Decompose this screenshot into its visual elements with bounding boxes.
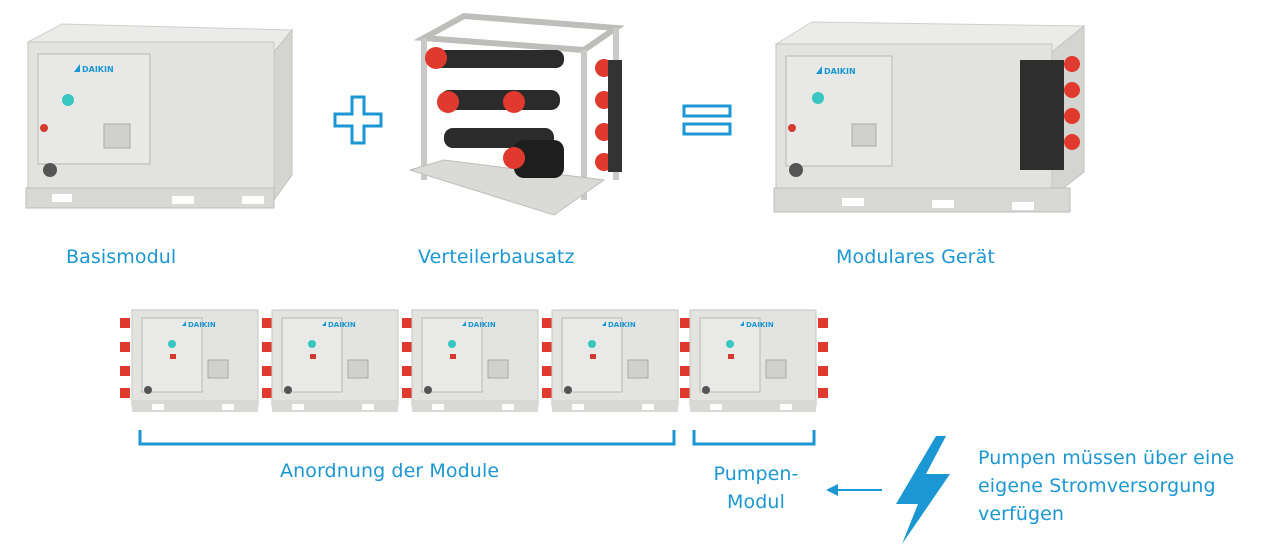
daikin-logo: DAIKIN bbox=[74, 64, 114, 74]
base-module-image: DAIKIN bbox=[25, 23, 294, 209]
arrow-left-icon bbox=[826, 484, 882, 496]
bracket-pump-module bbox=[692, 430, 816, 446]
manifold-kit-image bbox=[408, 12, 625, 216]
module-arrangement-image: DAIKIN bbox=[120, 309, 828, 413]
label-power-note: Pumpen müssen über eine eigene Stromvers… bbox=[978, 444, 1268, 528]
label-basismodul: Basismodul bbox=[66, 246, 177, 268]
svg-text:DAIKIN: DAIKIN bbox=[82, 65, 114, 74]
svg-text:DAIKIN: DAIKIN bbox=[824, 67, 856, 76]
equals-icon bbox=[682, 104, 732, 136]
bracket-modules bbox=[138, 430, 676, 446]
label-modulares-geraet: Modulares Gerät bbox=[836, 246, 995, 268]
label-power-note-line1: Pumpen müssen über eine bbox=[978, 447, 1235, 469]
label-anordnung: Anordnung der Module bbox=[280, 460, 500, 482]
label-power-note-line2: eigene Stromversorgung bbox=[978, 475, 1216, 497]
label-power-note-line3: verfügen bbox=[978, 503, 1065, 525]
daikin-logo: DAIKIN bbox=[816, 66, 856, 76]
label-pumpen-modul-line1: Pumpen- bbox=[713, 463, 799, 485]
label-pumpen-modul: Pumpen- Modul bbox=[700, 460, 812, 516]
label-pumpen-modul-line2: Modul bbox=[727, 491, 785, 513]
lightning-bolt-icon bbox=[896, 436, 950, 544]
label-verteilerbausatz: Verteilerbausatz bbox=[418, 246, 575, 268]
modular-unit-image: DAIKIN bbox=[773, 21, 1086, 213]
plus-icon bbox=[333, 95, 383, 145]
